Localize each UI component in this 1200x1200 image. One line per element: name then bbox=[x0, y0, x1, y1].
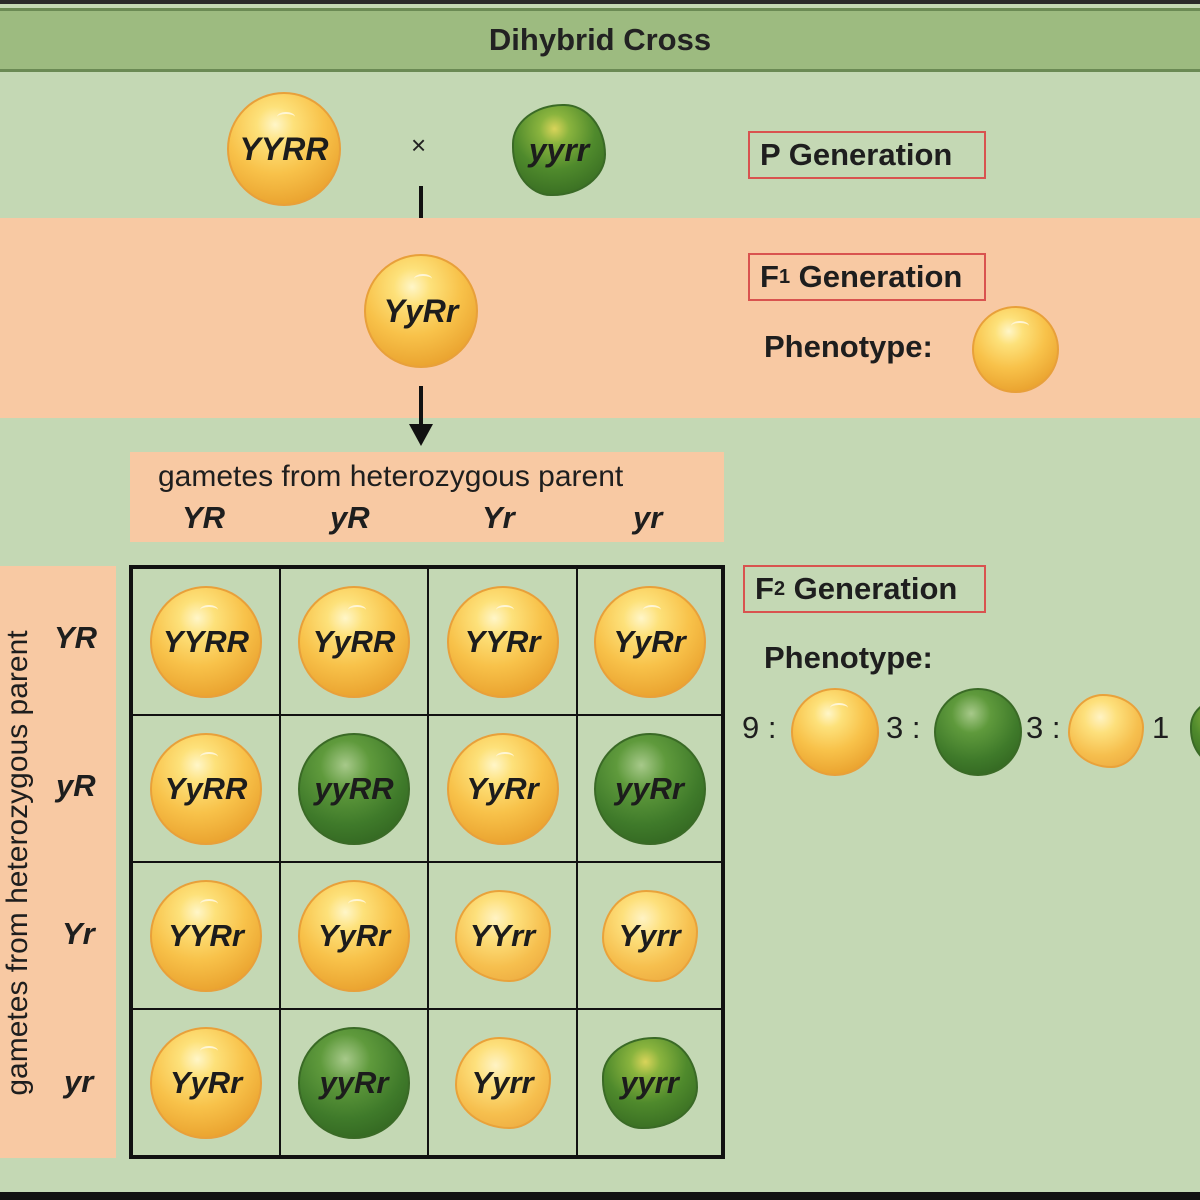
f1-label-rest: Generation bbox=[790, 259, 963, 294]
ratio-9: 9 : bbox=[742, 710, 777, 745]
pea-yr: YyRr bbox=[446, 732, 559, 845]
ratio-yellow-round-pea bbox=[791, 688, 879, 776]
cell-genotype: yyRr bbox=[319, 1064, 389, 1100]
cell-genotype: YyRR bbox=[164, 770, 248, 806]
cell-genotype: YYRR bbox=[162, 623, 250, 659]
f1-label-main: F bbox=[760, 259, 779, 294]
ratio-1: 1 bbox=[1152, 710, 1170, 745]
top-gametes-label: gametes from heterozygous parent bbox=[158, 460, 624, 493]
punnett-cell: YyRr bbox=[428, 715, 577, 862]
punnett-cell: yyRr bbox=[280, 1009, 428, 1156]
p-generation-label: P Generation bbox=[748, 131, 986, 179]
cell-genotype: YYrr bbox=[469, 917, 536, 953]
pea-yr: YyRR bbox=[298, 585, 410, 698]
f1-pea: YyRr bbox=[364, 254, 478, 368]
cell-genotype: YyRr bbox=[317, 917, 391, 953]
diagram-title: Dihybrid Cross bbox=[0, 8, 1200, 72]
cell-genotype: YyRr bbox=[169, 1064, 243, 1100]
punnett-cell: YyRr bbox=[280, 862, 428, 1009]
cell-genotype: YYRr bbox=[464, 623, 541, 659]
cell-genotype: YyRr bbox=[613, 623, 686, 659]
p-generation-text: P Generation bbox=[760, 137, 953, 172]
pea-yr: YyRr bbox=[593, 585, 706, 698]
f1-phenotype-pea bbox=[972, 306, 1059, 393]
cell-genotype: YyRr bbox=[466, 770, 539, 806]
pea-yr: YYRr bbox=[446, 585, 559, 698]
cell-genotype: YyRR bbox=[312, 623, 396, 659]
punnett-cell: YyRr bbox=[132, 1009, 280, 1156]
pea-gr: yyRr bbox=[298, 1026, 410, 1139]
f2-label-main: F bbox=[755, 571, 774, 606]
f1-phenotype-label: Phenotype: bbox=[764, 329, 933, 364]
ratio-green-round-pea bbox=[934, 688, 1022, 776]
pea-gr: yyRr bbox=[593, 732, 706, 845]
row-gamete-2: yR bbox=[56, 768, 96, 803]
parent2-genotype: yyrr bbox=[528, 131, 590, 168]
pea-yr: YyRR bbox=[150, 732, 262, 845]
arrow-f1-to-f2 bbox=[409, 386, 433, 446]
top-gametes-header: gametes from heterozygous parent YR yR Y… bbox=[130, 452, 724, 542]
cell-genotype: Yyrr bbox=[618, 917, 681, 953]
parent-green-wrinkled-pea: yyrr bbox=[512, 104, 606, 196]
side-gametes-label: gametes from heterozygous parent bbox=[1, 630, 34, 1096]
row-gamete-3: Yr bbox=[62, 916, 95, 951]
punnett-cell: YYrr bbox=[428, 862, 577, 1009]
row-gamete-1: YR bbox=[54, 620, 98, 655]
f2-label-sub: 2 bbox=[773, 577, 786, 600]
f2-label-rest: Generation bbox=[785, 571, 958, 606]
f1-label-sub: 1 bbox=[778, 265, 791, 288]
left-gametes-header: gametes from heterozygous parent YR yR Y… bbox=[0, 566, 116, 1158]
cross-symbol: × bbox=[411, 130, 427, 160]
pea-gr: yyRR bbox=[298, 732, 410, 845]
cell-genotype: YYRr bbox=[168, 917, 244, 953]
col-gamete-yr-lower-upper-y: Yr bbox=[482, 500, 515, 535]
pea-yr: YyRr bbox=[150, 1026, 262, 1139]
punnett-cell: Yyrr bbox=[428, 1009, 577, 1156]
ratio-3a: 3 : bbox=[886, 710, 921, 745]
ratio-3b: 3 : bbox=[1026, 710, 1061, 745]
punnett-cell: yyRr bbox=[577, 715, 722, 862]
pea-yr: YYRr bbox=[150, 879, 262, 992]
pea-yr: YyRr bbox=[298, 879, 410, 992]
punnett-cell: YyRr bbox=[577, 568, 722, 715]
punnett-cell: YyRR bbox=[280, 568, 428, 715]
pea-yr: YYRR bbox=[150, 585, 262, 698]
punnett-cell: YyRR bbox=[132, 715, 280, 862]
col-gamete-yr-upper: YR bbox=[182, 500, 226, 535]
ratio-green-wrinkled-pea bbox=[1190, 696, 1200, 766]
punnett-cell: yyRR bbox=[280, 715, 428, 862]
punnett-cell: YYRr bbox=[132, 862, 280, 1009]
punnett-cell: yyrr bbox=[577, 1009, 722, 1156]
cell-genotype: yyrr bbox=[620, 1064, 679, 1100]
punnett-cell: YYRr bbox=[428, 568, 577, 715]
col-gamete-yr-lower-r: yR bbox=[330, 500, 370, 535]
parent-yellow-round-pea: YYRR bbox=[227, 92, 341, 206]
cell-genotype: Yyrr bbox=[471, 1064, 534, 1100]
bottom-bar bbox=[0, 1192, 1200, 1200]
row-gamete-4: yr bbox=[64, 1064, 94, 1099]
pea-ywr: Yyrr bbox=[454, 1036, 551, 1129]
cell-genotype: yyRR bbox=[314, 770, 394, 806]
parent1-genotype: YYRR bbox=[239, 130, 329, 167]
cell-genotype: yyRr bbox=[615, 770, 684, 806]
pea-ywr: Yyrr bbox=[601, 889, 698, 982]
pea-ywr: YYrr bbox=[454, 889, 551, 982]
punnett-cell: YYRR bbox=[132, 568, 280, 715]
f2-phenotype-label: Phenotype: bbox=[764, 640, 933, 675]
pea-gw: yyrr bbox=[601, 1036, 698, 1129]
punnett-cell: Yyrr bbox=[577, 862, 722, 1009]
f1-genotype: YyRr bbox=[383, 292, 459, 329]
ratio-yellow-wrinkled-pea bbox=[1068, 694, 1144, 768]
col-gamete-yr-both-lower: yr bbox=[633, 500, 663, 535]
